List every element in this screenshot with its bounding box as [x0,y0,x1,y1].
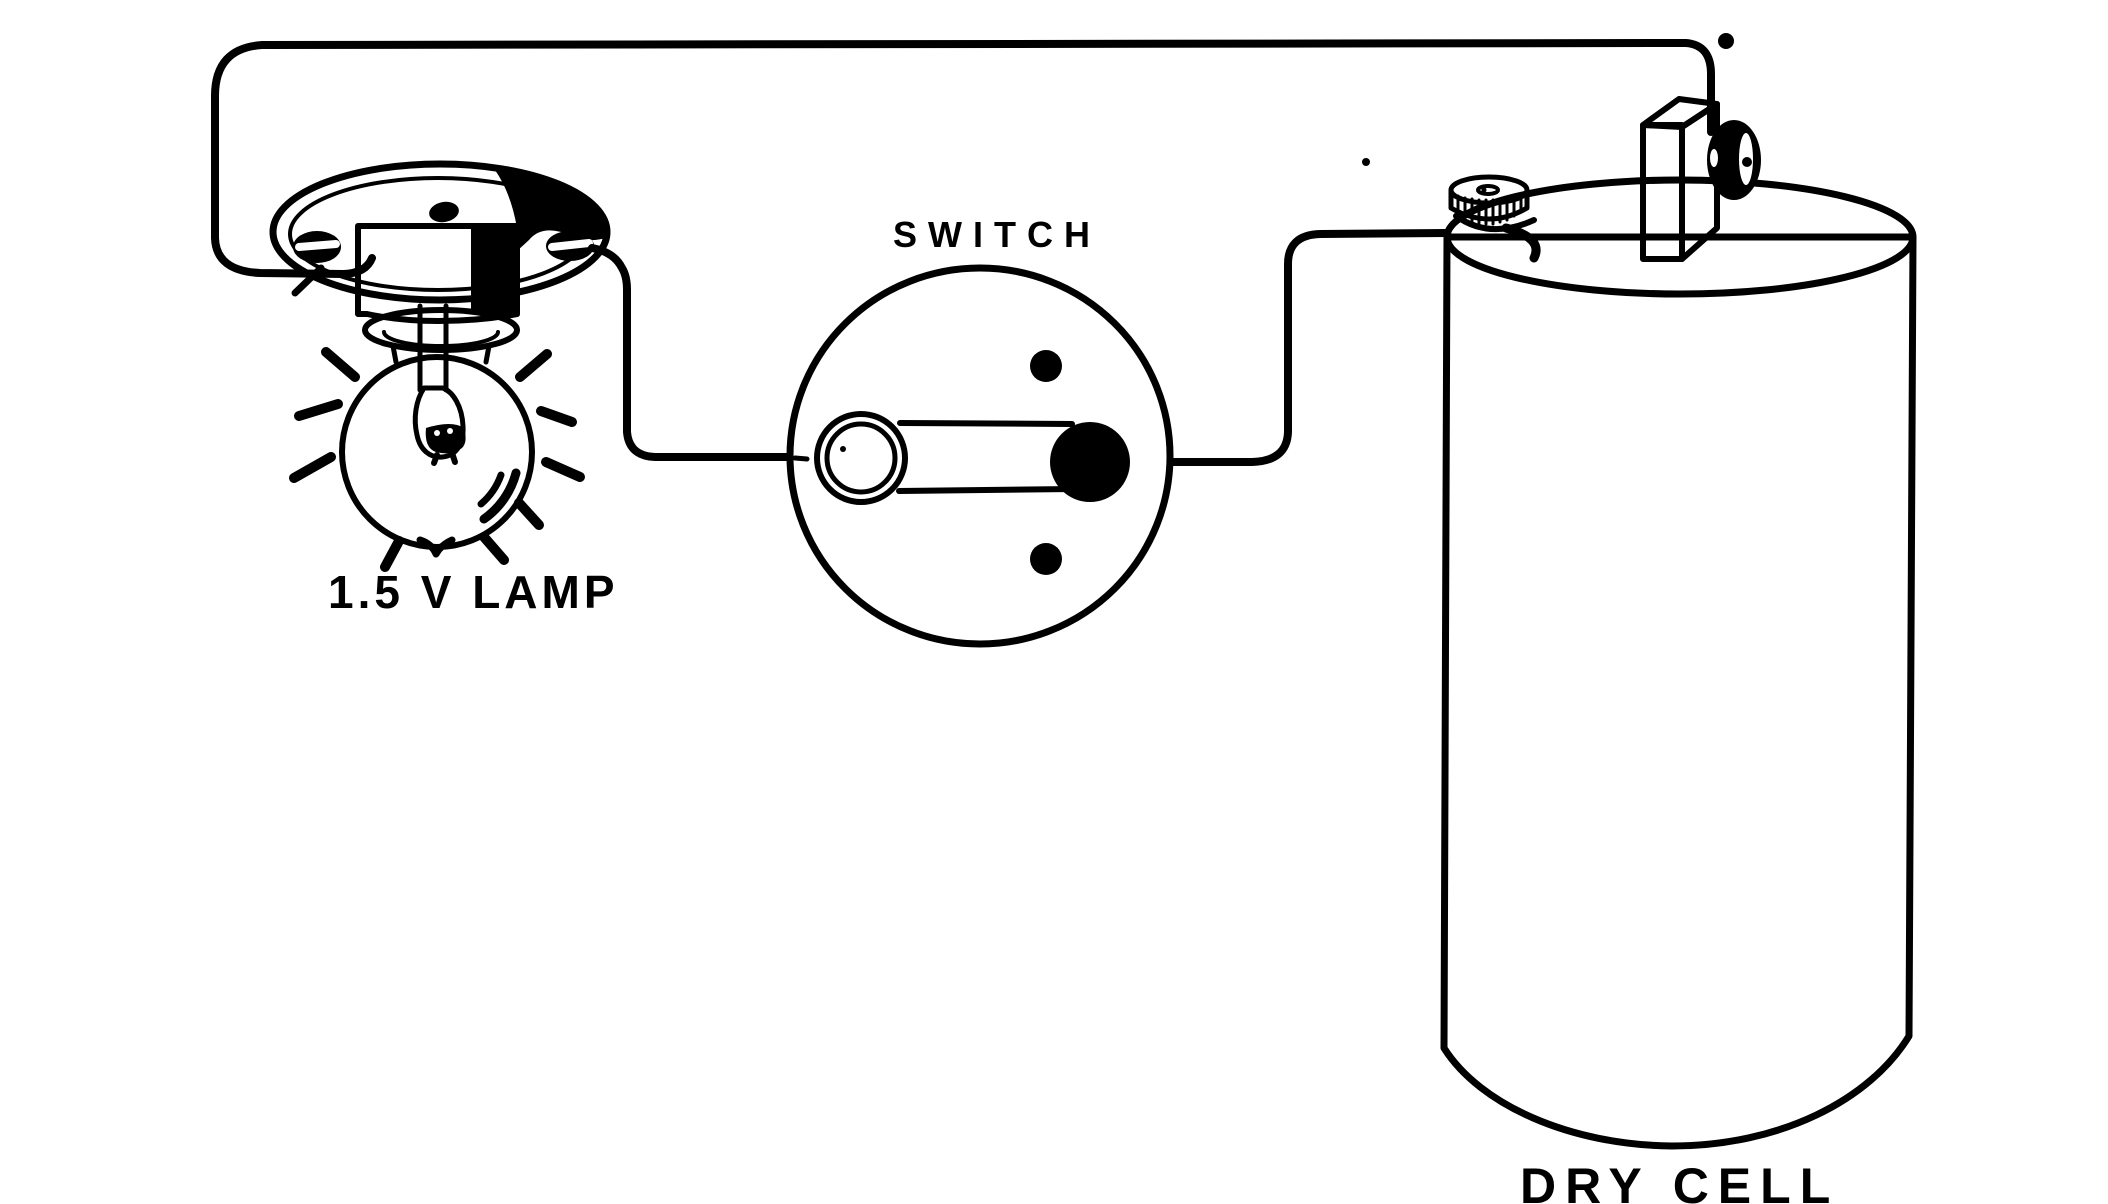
switch-screw-dot-bottom [1030,543,1062,575]
circuit-wires [211,39,1715,466]
zinc-nut-slot-dot [1481,187,1487,193]
bulb-bottom-tip [416,536,456,558]
switch-knob-inner [824,421,898,495]
carbon-terminal-block [1640,96,1761,262]
zinc-terminal [1448,174,1541,263]
wire-switch-to-cell [1168,229,1450,466]
ink-dot-middle [1362,158,1370,166]
switch-illustration [786,264,1174,648]
lamp-socket [355,223,520,324]
zinc-nut-top [1448,174,1530,206]
canopy-screw-left-slot [295,240,340,251]
canopy-center-nub [429,201,459,223]
lamp-illustration [269,160,611,572]
canopy-screw-right-slot [548,239,593,251]
dry-cell-illustration [1440,96,1917,1150]
bulb-neck-left [390,343,399,365]
filament-highlight-1 [434,430,440,436]
lamp-label: 1.5 V LAMP [328,566,619,618]
bulb-neck-right [483,343,492,365]
switch-screw-dot-top [1030,350,1062,382]
socket-skirt-inner [382,330,500,348]
bulb-stem-glass [412,385,466,460]
switch-knob-center-dot [840,446,846,452]
switch-lever-top-edge [897,420,1075,427]
lamp-canopy [269,160,611,304]
light-rays-icon [289,347,585,572]
filament-lead-1 [431,452,440,466]
filament-highlight-2 [447,428,453,434]
block-side-face [1679,101,1720,262]
zinc-nut-slot [1476,184,1500,196]
ink-dot-top-right [1718,33,1734,49]
bulb-filament [425,424,466,454]
wire-lamp-to-cell-top [211,39,1715,278]
thumbscrew-hub [1742,157,1752,167]
bulb-shading-arc-inner [477,471,505,508]
socket-skirt [362,307,520,353]
switch-lever-bottom-edge [896,486,1078,494]
switch-label: SWITCH [893,214,1101,255]
wire-lamp-to-switch [588,244,792,461]
dry-cell-body [1440,233,1917,1150]
dry-cell-label: DRY CELL [1520,1158,1839,1204]
bulb-shading-arc-outer [479,468,521,524]
switch-contact-ball [1050,422,1130,502]
thumbscrew-notch [1710,149,1718,167]
switch-knob [814,411,908,505]
filament-lead-2 [449,450,458,465]
lamp-canopy-shading [495,170,607,251]
lamp-socket-shading [471,226,517,315]
switch-left-terminal-stub [792,455,810,462]
zinc-nut-flange [1453,213,1537,232]
zinc-nut-drum [1448,188,1530,222]
zinc-terminal-wire-curl [1501,223,1541,263]
